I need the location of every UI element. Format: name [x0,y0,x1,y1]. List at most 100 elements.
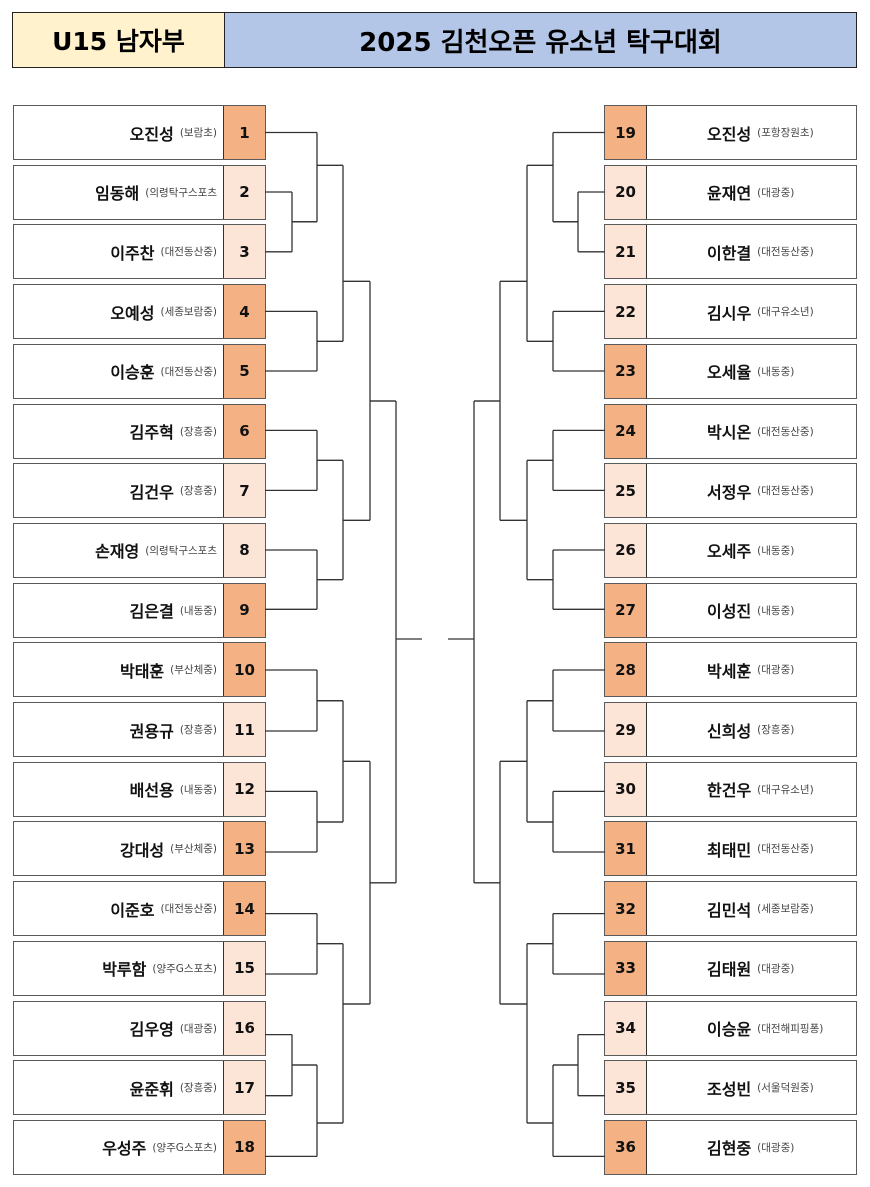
player-entry: 33 김태원 (대광중) [604,940,857,996]
player-name: 오세율 [707,363,752,383]
seed-number: 27 [605,583,647,637]
player-name: 오예성 [110,303,155,323]
player-entry: 김건우(장흥중)7 [13,463,266,519]
player-name-cell: 김우영(대광중) [14,1002,223,1055]
seed-number: 1 [223,106,265,159]
player-name-cell: 이승윤(대전해피핑퐁) [647,1002,856,1055]
seed-number: 18 [223,1120,265,1174]
player-school: (대전동산중) [160,903,218,916]
player-name-cell: 배선용 (내동중) [14,763,223,816]
player-entry: 권용규(장흥중)11 [13,702,266,757]
player-school: (장흥중) [757,724,795,736]
player-name-cell: 박시온(대전동산중) [647,405,856,458]
player-school: (대전동산중) [757,246,814,259]
player-entry: 김은결(내동중)9 [13,582,266,638]
player-name: 김태원 [707,960,752,980]
player-name: 조성빈 [707,1079,752,1099]
player-name-cell: 김건우(장흥중) [14,464,223,517]
player-school: (대구유소년) [757,306,814,319]
seed-number: 3 [223,225,265,279]
seed-number: 13 [223,822,265,876]
player-school: (장흥중) [179,485,217,498]
seed-number: 16 [223,1001,265,1055]
player-name-cell: 김주혁(장흥중) [14,405,223,458]
seed-number: 4 [223,285,265,339]
seed-number: 33 [605,941,647,995]
seed-number: 8 [223,523,265,577]
player-name: 윤준휘 [129,1079,174,1099]
player-name: 김현중 [707,1139,752,1159]
player-name-cell: 윤재연(대광중) [647,166,856,219]
player-school: (대전동산중) [160,246,218,259]
player-name: 김우영 [129,1020,174,1039]
player-name-cell: 오세율 (내동중) [647,345,856,398]
player-name-cell: 김시우(대구유소년) [647,285,856,338]
seed-number: 29 [605,703,647,756]
seed-number: 11 [223,703,265,756]
player-name-cell: 조성빈(서울덕원중) [647,1061,856,1114]
player-name-cell: 이준호(대전동산중) [14,882,223,935]
player-school: (내동중) [757,544,795,557]
player-name-cell: 권용규(장흥중) [14,703,223,756]
player-name-cell: 박루함(양주G스포츠) [14,942,223,995]
player-name-cell: 오진성(보람초) [14,106,223,159]
player-entry: 배선용 (내동중) 12 [13,761,266,817]
player-name-cell: 김현중 (대광중) [647,1121,856,1174]
player-name: 이한결 [707,243,752,263]
player-school: (내동중) [757,365,795,378]
player-school: (대전동산중) [757,425,814,438]
seed-number: 6 [223,404,265,458]
player-school: (양주G스포츠) [152,962,217,975]
player-name-cell: 이주찬 (대전동산중) [14,225,223,278]
player-entry: 박루함(양주G스포츠)15 [13,940,266,996]
seed-number: 15 [223,941,265,995]
player-name-cell: 박세훈(대광중) [647,643,856,696]
player-name: 이주찬 [110,243,155,263]
player-school: (대광중) [757,962,795,975]
player-name-cell: 박태훈(부산체중) [14,643,223,696]
player-name: 이승윤 [707,1020,752,1039]
player-school: (내동중) [179,783,217,796]
player-name: 서정우 [707,482,752,502]
player-name: 박태훈 [119,661,165,681]
player-name-cell: 오진성(포항장원초) [647,106,856,159]
seed-number: 12 [223,762,265,816]
seed-number: 34 [605,1001,647,1055]
player-school: (대전동산중) [757,485,814,498]
player-entry: 이준호(대전동산중)14 [13,881,266,937]
player-name: 박세훈 [707,661,752,681]
player-name-cell: 신희성(장흥중) [647,703,856,756]
player-name-cell: 손재영(의령탁구스포츠 [14,524,223,577]
player-school: (장흥중) [179,1082,217,1095]
player-name: 배선용 [129,781,174,801]
player-school: (포항장원초) [757,127,814,139]
seed-number: 24 [605,404,647,458]
seed-number: 36 [605,1120,647,1174]
player-entry: 김우영(대광중)16 [13,1000,266,1056]
player-name-cell: 임동해(의령탁구스포츠 [14,166,223,219]
player-school: (세종보람중) [160,306,218,319]
player-school: (보람초) [179,127,217,139]
player-name-cell: 이승훈(대전동산중) [14,345,223,398]
player-name-cell: 한건우(대구유소년) [647,763,856,816]
player-name: 김민석 [707,900,752,920]
player-entry: 21 이한결 (대전동산중) [604,224,857,280]
player-name-cell: 김민석(세종보람중) [647,882,856,935]
player-name-cell: 오예성 (세종보람중) [14,285,223,338]
seed-number: 21 [605,225,647,279]
player-school: (대전동산중) [160,365,218,378]
player-school: (대광중) [757,1141,795,1154]
player-name-cell: 김은결(내동중) [14,584,223,637]
seed-number: 7 [223,464,265,518]
player-school: (의령탁구스포츠 [145,544,217,557]
seed-number: 2 [223,165,265,219]
player-school: (내동중) [757,604,795,617]
player-entry: 오진성(보람초)1 [13,105,266,160]
